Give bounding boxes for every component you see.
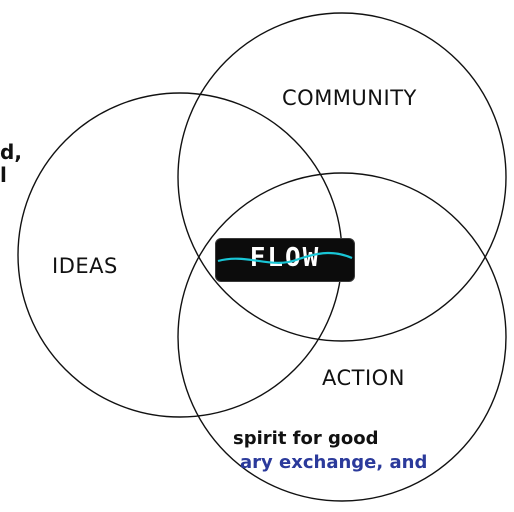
ideas-label: IDEAS <box>52 254 118 278</box>
bottom-text-line-1: spirit for good <box>233 428 379 449</box>
community-label: COMMUNITY <box>282 86 417 110</box>
flow-logo-text: FLOW <box>249 243 321 273</box>
action-circle <box>177 172 507 502</box>
bottom-text-line-2: ary exchange, and <box>240 452 428 473</box>
left-text-fragment-2: l <box>0 163 7 187</box>
flow-wave-icon <box>217 251 353 264</box>
flow-logo: FLOW <box>215 238 355 282</box>
left-text-fragment-1: d, <box>0 140 22 164</box>
community-circle <box>177 12 507 342</box>
action-label: ACTION <box>322 366 405 390</box>
